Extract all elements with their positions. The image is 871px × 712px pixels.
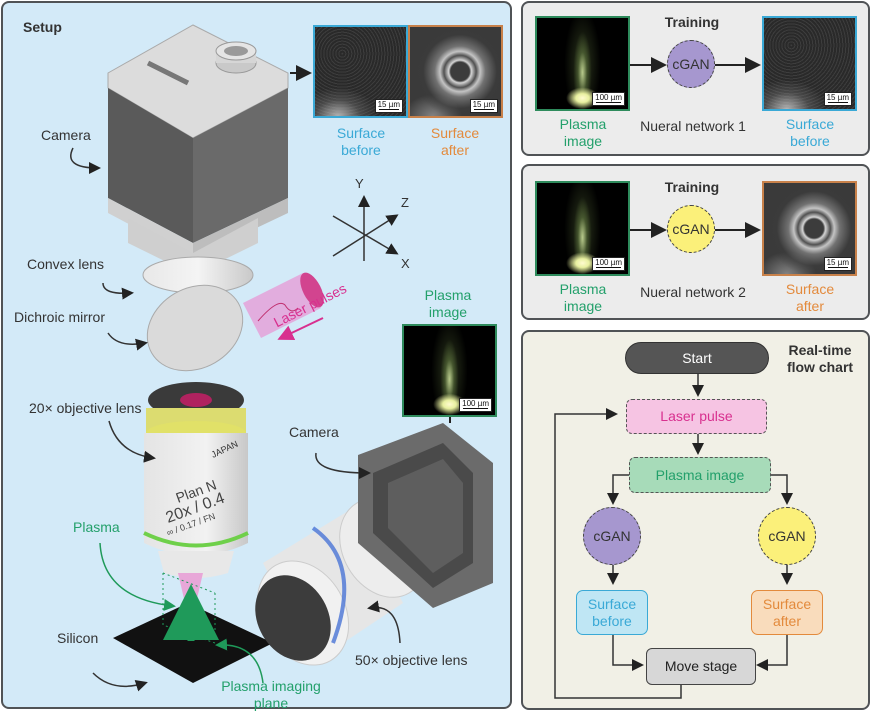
scale-bar: 15 µm (374, 99, 403, 113)
cgan-node: cGAN (667, 40, 715, 88)
surface-after-image: 15 µm (408, 25, 503, 118)
surface-after-label: Surface after (430, 125, 480, 158)
camera-top-body (107, 24, 289, 275)
plasma-image-label: Plasma image (424, 287, 472, 320)
objective-20x-label: 20× objective lens (29, 400, 142, 416)
plasma-image: 100 µm (402, 324, 497, 417)
flow-cgan-left: cGAN (583, 507, 641, 565)
axis-z-label: Z (401, 195, 409, 210)
surface-before-image: 15 µm (313, 25, 408, 118)
arrow-before-move (612, 633, 644, 671)
training-panel-2: 100 µm Plasma image Training cGAN Nueral… (521, 164, 870, 320)
objective-20x (143, 382, 249, 578)
dichroic-mirror-label: Dichroic mirror (14, 309, 105, 325)
surface-after-image: 15 µm (762, 181, 857, 276)
setup-illustration: JAPAN Plan N 20x / 0.4 ∞ / 0.17 / FN (70, 24, 493, 692)
flow-move-stage: Move stage (646, 648, 756, 685)
plasma-imaging-plane-label: Plasma imaging plane (221, 678, 321, 711)
scale-bar: 15 µm (823, 257, 852, 271)
plasma-image-label: Plasma image (559, 281, 607, 314)
axis-x-label: X (401, 256, 410, 271)
silicon-wafer (113, 603, 273, 683)
network-label: Nueral network 1 (640, 118, 746, 134)
axes-icon (332, 195, 399, 261)
training-title: Training (664, 14, 720, 30)
camera-top-label: Camera (41, 127, 91, 143)
arrow-after-move (756, 633, 788, 671)
flow-chart-title: Real-time flow chart (786, 342, 854, 375)
silicon-label: Silicon (57, 630, 99, 646)
plasma-label: Plasma (73, 519, 120, 535)
flow-surface-after: Surface after (751, 590, 823, 635)
scale-bar: 100 µm (459, 398, 492, 412)
surface-before-label: Surface before (785, 116, 835, 149)
flow-laser-pulse: Laser pulse (626, 399, 767, 434)
scale-bar: 15 µm (823, 92, 852, 106)
arrow-loop-back (554, 408, 682, 699)
flow-surface-before: Surface before (576, 590, 648, 635)
axis-y-label: Y (355, 176, 364, 191)
scale-bar: 100 µm (592, 257, 625, 271)
surface-after-label: Surface after (785, 281, 835, 314)
setup-panel: Setup (1, 1, 512, 711)
camera-side-body (358, 423, 493, 608)
arrow-plasma-cgan-left (607, 474, 629, 505)
flow-chart-panel: Start Laser pulse Plasma image cGAN cGAN… (521, 330, 870, 710)
dichroic-mirror (146, 284, 244, 372)
setup-title: Setup (23, 19, 62, 35)
flow-start: Start (625, 342, 769, 374)
plasma-image-label: Plasma image (559, 116, 607, 149)
surface-before-label: Surface before (336, 125, 386, 158)
flow-cgan-right: cGAN (758, 507, 816, 565)
surface-before-image: 15 µm (762, 16, 857, 111)
network-label: Nueral network 2 (640, 284, 746, 300)
plasma-image: 100 µm (535, 181, 630, 276)
camera-side-label: Camera (289, 424, 339, 440)
convex-lens-label: Convex lens (27, 256, 105, 272)
arrow-plasma-cgan-right (771, 474, 793, 505)
objective-50x-label: 50× objective lens (355, 652, 468, 668)
laser-beam (243, 273, 321, 338)
scale-bar: 100 µm (592, 92, 625, 106)
scale-bar: 15 µm (469, 99, 498, 113)
training-title: Training (664, 179, 720, 195)
flow-plasma-image: Plasma image (629, 457, 771, 493)
training-panel-1: 100 µm Plasma image Training cGAN Nueral… (521, 1, 870, 156)
plasma-image: 100 µm (535, 16, 630, 111)
cgan-node: cGAN (667, 205, 715, 253)
